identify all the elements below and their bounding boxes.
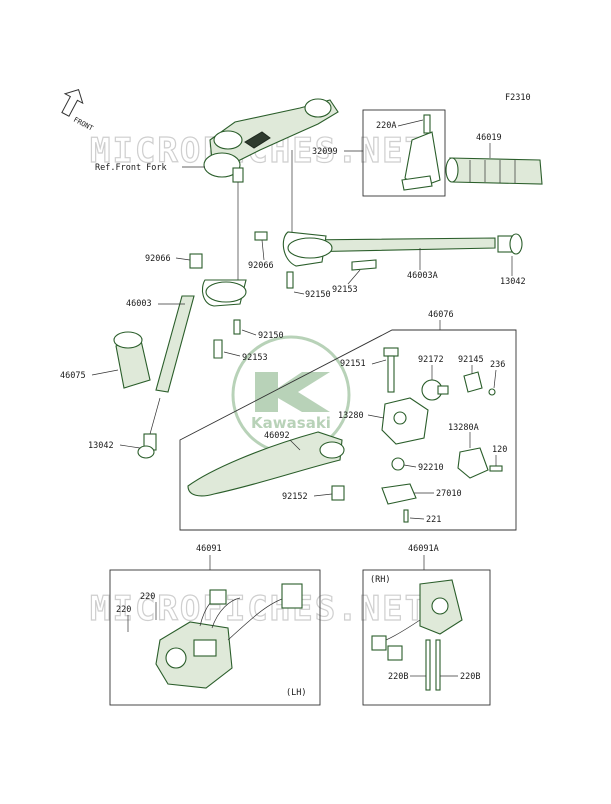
label-13280: 13280 <box>338 411 364 421</box>
top-triple-clamp <box>203 98 339 183</box>
label-120: 120 <box>492 445 507 455</box>
label-13280A: 13280A <box>448 423 479 433</box>
label-32099: 32099 <box>312 147 338 157</box>
right-handlebar <box>254 231 496 271</box>
lever-assembly-box <box>179 329 517 531</box>
bolt-92150-left <box>233 319 241 335</box>
label-46092: 46092 <box>264 431 290 441</box>
label-236: 236 <box>490 360 505 370</box>
watermark-bottom: MICROFICHES.NET <box>90 589 427 629</box>
label-ref-front-fork: Ref.Front Fork <box>95 163 167 173</box>
front-label: FRONT <box>72 116 95 133</box>
bar-end-weight-right <box>497 233 523 255</box>
left-grip <box>113 331 151 389</box>
left-switch-housing <box>155 583 303 689</box>
label-46076: 46076 <box>428 310 454 320</box>
label-220B-right: 220B <box>460 672 480 682</box>
switch-27010 <box>381 483 417 505</box>
screw-236 <box>488 388 496 396</box>
label-92153-right: 92153 <box>332 285 358 295</box>
label-46091: 46091 <box>196 544 222 554</box>
label-220-upper: 220 <box>140 592 155 602</box>
lever-holder <box>381 397 429 445</box>
label-46019: 46019 <box>476 133 502 143</box>
label-92150-right: 92150 <box>305 290 331 300</box>
screw-221 <box>403 509 409 523</box>
right-switch-housing <box>371 579 463 691</box>
bolt-92150-right <box>286 271 294 289</box>
label-92152: 92152 <box>282 492 308 502</box>
label-220-lower: 220 <box>116 605 131 615</box>
bolt-120 <box>489 465 503 472</box>
label-92151: 92151 <box>340 359 366 369</box>
bolt-92153-left <box>213 339 223 359</box>
label-92066-right: 92066 <box>248 261 274 271</box>
kawasaki-logo: Kawasaki <box>231 335 351 455</box>
label-92153-left: 92153 <box>242 353 268 363</box>
label-92210: 92210 <box>418 463 444 473</box>
clutch-lever <box>187 431 345 497</box>
figure-code: F2310 <box>505 93 531 103</box>
label-220B-left: 220B <box>388 672 408 682</box>
right-grip <box>445 157 543 185</box>
left-handlebar <box>155 279 247 393</box>
label-221: 221 <box>426 515 441 525</box>
label-46091A: 46091A <box>408 544 439 554</box>
throttle-housing-box <box>362 109 446 197</box>
label-13042-left: 13042 <box>88 441 114 451</box>
label-92066-left: 92066 <box>145 254 171 264</box>
adjuster-92172 <box>421 379 449 401</box>
cap-92066-left <box>189 253 203 269</box>
label-27010: 27010 <box>436 489 462 499</box>
pivot-bolt <box>383 347 399 393</box>
front-arrow-icon <box>61 89 84 117</box>
side-label-rh: (RH) <box>370 575 390 585</box>
bar-end-weight-left <box>137 433 157 459</box>
label-92145: 92145 <box>458 355 484 365</box>
label-46075: 46075 <box>60 371 86 381</box>
label-220A: 220A <box>376 121 396 131</box>
throttle-housing <box>401 114 441 191</box>
label-92150-left: 92150 <box>258 331 284 341</box>
nut-92210 <box>391 457 405 471</box>
label-13042-right: 13042 <box>500 277 526 287</box>
right-switch-box <box>362 569 491 706</box>
label-46003: 46003 <box>126 299 152 309</box>
side-label-lh: (LH) <box>286 688 306 698</box>
label-92172: 92172 <box>418 355 444 365</box>
spring-92145 <box>463 371 483 393</box>
collar-92152 <box>331 485 345 501</box>
left-switch-box <box>109 569 321 706</box>
logo-text: Kawasaki <box>251 414 331 432</box>
holder-clamp <box>457 447 489 479</box>
label-46003A: 46003A <box>407 271 438 281</box>
